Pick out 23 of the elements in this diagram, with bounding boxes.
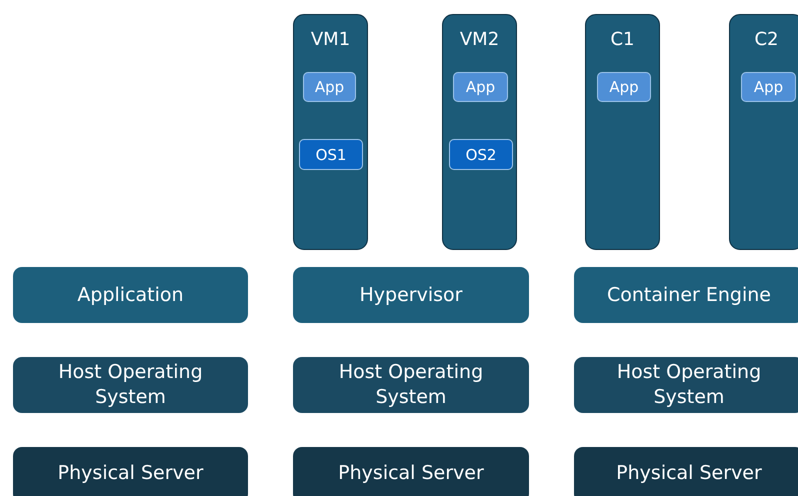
os-box: OS2 xyxy=(449,139,513,170)
os-box: OS1 xyxy=(299,139,363,170)
app-box: App xyxy=(741,72,796,102)
app-box: App xyxy=(453,72,508,102)
container-column xyxy=(729,14,798,250)
column-title: VM1 xyxy=(310,29,352,50)
layer-box: Application xyxy=(13,267,248,323)
column-title: C2 xyxy=(753,29,780,50)
column-title: VM2 xyxy=(458,29,500,50)
layer-box: Physical Server xyxy=(574,447,798,496)
vm-column xyxy=(442,14,517,250)
layer-box: Host Operating System xyxy=(293,357,529,413)
layer-box: Container Engine xyxy=(574,267,798,323)
app-box: App xyxy=(597,72,651,102)
layer-box: Host Operating System xyxy=(13,357,248,413)
app-box: App xyxy=(303,72,356,102)
layer-box: Physical Server xyxy=(13,447,248,496)
layer-box: Physical Server xyxy=(293,447,529,496)
container-column xyxy=(585,14,660,250)
layer-box: Hypervisor xyxy=(293,267,529,323)
layer-box: Host Operating System xyxy=(574,357,798,413)
vm-column xyxy=(293,14,368,250)
column-title: C1 xyxy=(609,29,636,50)
